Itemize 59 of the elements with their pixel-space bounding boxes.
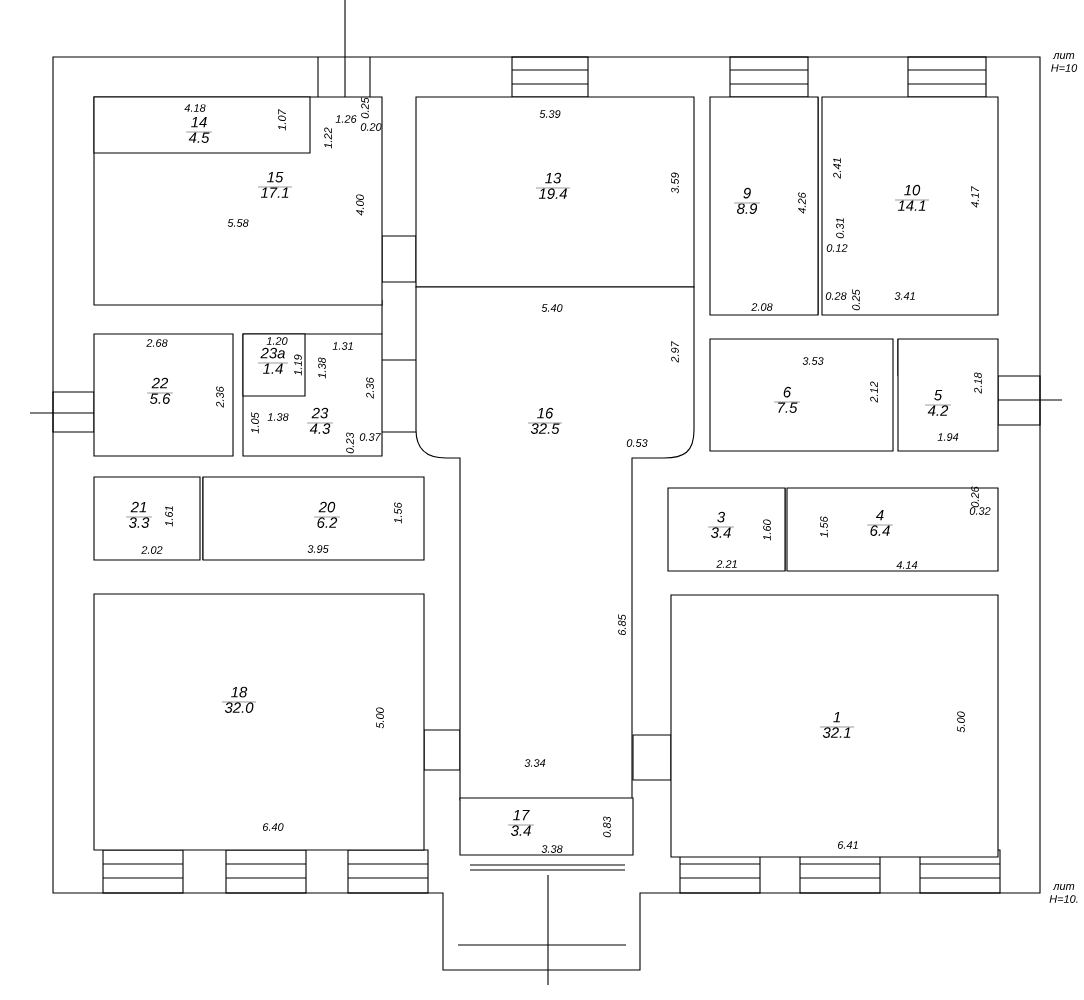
dimension-label: 1.38: [318, 357, 326, 379]
dimension-label: 4.18: [184, 104, 206, 112]
dimension-label: 0.37: [359, 433, 381, 441]
dimension-label: 1.94: [937, 433, 959, 441]
level-mark: H=10: [1051, 64, 1078, 72]
dimension-label: 1.07: [278, 109, 286, 131]
dimension-label: 1.38: [267, 413, 289, 421]
dimension-label: 2.36: [366, 377, 374, 399]
dimension-label: 0.25: [361, 97, 369, 119]
dimension-label: 5.00: [376, 707, 384, 729]
level-mark: H=10.: [1049, 895, 1078, 903]
dimension-label: 0.32: [969, 507, 991, 515]
dimension-label: 1.60: [763, 519, 771, 541]
dimension-label: 0.25: [852, 289, 860, 311]
dimension-label: 3.34: [524, 759, 546, 767]
dimension-label: 2.02: [141, 546, 163, 554]
dimension-label: 6.85: [618, 614, 626, 636]
dimension-label: 5.58: [227, 219, 249, 227]
dimension-label: 3.41: [894, 292, 915, 300]
dimension-label: 0.12: [826, 244, 848, 252]
dimension-label: 6.40: [262, 823, 284, 831]
dimension-label: 5.00: [957, 711, 965, 733]
dimension-label: 1.20: [266, 337, 288, 345]
dimension-label: 2.68: [146, 339, 168, 347]
dimension-label: 5.39: [539, 110, 561, 118]
dimension-label: 2.97: [671, 341, 679, 363]
dimension-label: 0.20: [360, 123, 382, 131]
dimension-label: 0.23: [346, 432, 354, 454]
dimension-label: 1.56: [394, 502, 402, 524]
dimension-label: 2.12: [870, 381, 878, 403]
dimension-label: 1.61: [165, 506, 173, 527]
dimension-label: 6.41: [837, 841, 858, 849]
dimension-label: 2.41: [833, 158, 841, 179]
dimension-label: 1.05: [251, 412, 259, 434]
dimension-label: 1.31: [332, 342, 353, 350]
dimension-label: 0.26: [971, 486, 979, 508]
dimension-label: 0.28: [825, 292, 847, 300]
dimension-label: 4.14: [896, 561, 918, 569]
dimension-label: 4.00: [356, 194, 364, 216]
dimension-label: 2.18: [974, 372, 982, 394]
dimension-label: 1.22: [324, 127, 332, 149]
dimension-label: 2.08: [751, 303, 773, 311]
level-mark: лит: [1052, 53, 1075, 59]
dimension-label: 4.17: [971, 186, 979, 208]
dimension-label: 0.83: [603, 816, 611, 838]
level-mark: лит: [1052, 884, 1075, 890]
dimension-label: 0.53: [626, 439, 648, 447]
dimension-label: 3.53: [802, 357, 824, 365]
dimension-label: 1.19: [294, 354, 302, 376]
dimension-label: 2.36: [216, 386, 224, 408]
dimension-label: 5.40: [541, 304, 563, 312]
dimension-label: 1.26: [335, 115, 357, 123]
dimension-label: 3.59: [671, 172, 679, 194]
dimension-label: 1.56: [820, 516, 828, 538]
dimension-label: 3.95: [307, 545, 329, 553]
dimension-label: 2.21: [716, 560, 737, 568]
dimension-label: 0.31: [836, 218, 844, 239]
dimension-label: 3.38: [541, 845, 563, 853]
dimension-label: 4.26: [798, 192, 806, 214]
